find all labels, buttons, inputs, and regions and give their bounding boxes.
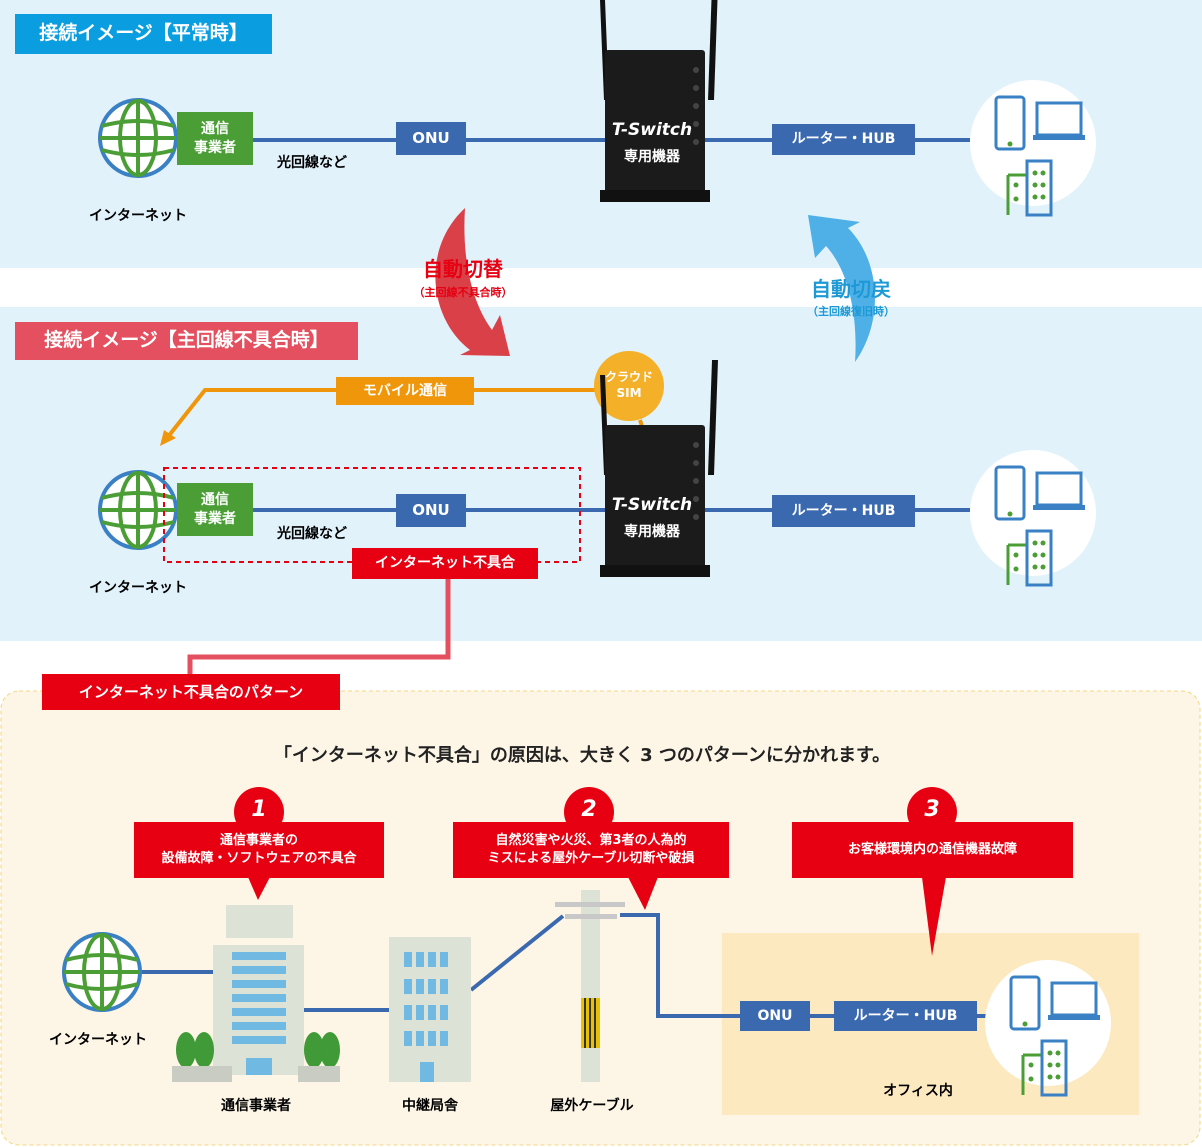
normal-title: 接続イメージ【平常時】	[15, 14, 272, 54]
callout-line: ミスによる屋外ケーブル切断や破損	[487, 851, 695, 866]
relay-station-label: 中継局舎	[402, 1098, 458, 1114]
router-box: ルーター・HUB	[834, 1001, 977, 1031]
office-label: オフィス内	[883, 1083, 953, 1099]
outdoor-cable-label: 屋外ケーブル	[550, 1098, 634, 1114]
pattern-callout-3: お客様環境内の通信機器故障	[792, 822, 1073, 878]
callout-line: 自然災害や火災、第3者の人為的	[495, 833, 687, 849]
pattern-number: 3	[924, 797, 940, 822]
device-brand: T-Switch	[611, 120, 693, 140]
internet-label: インターネット	[89, 580, 187, 596]
callout-line: お客様環境内の通信機器故障	[847, 842, 1017, 858]
auto-switch-label: 自動切替	[423, 257, 503, 281]
router-box: ルーター・HUB	[772, 495, 915, 527]
failure-title: 接続イメージ【主回線不具合時】	[15, 322, 358, 360]
carrier-line: 事業者	[194, 139, 236, 156]
pattern-number: 1	[251, 797, 267, 822]
pattern-callout-1: 通信事業者の設備故障・ソフトウェアの不具合	[134, 822, 384, 878]
carrier-box: 通信事業者	[177, 483, 253, 536]
fiber-label: 光回線など	[277, 526, 347, 542]
auto-switch-sub: （主回線不具合時）	[413, 286, 513, 299]
patterns-heading: 「インターネット不具合」の原因は、大きく 3 つのパターンに分かれます。	[273, 745, 891, 766]
mobile-box: モバイル通信	[336, 377, 474, 405]
onu-box: ONU	[396, 494, 466, 527]
carrier-line: 通信	[201, 491, 229, 508]
carrier-box: 通信事業者	[177, 112, 253, 165]
onu-box: ONU	[740, 1001, 810, 1031]
pattern-number: 2	[581, 797, 597, 822]
internet-fault-badge: インターネット不具合	[352, 548, 538, 579]
sim-line: SIM	[616, 386, 642, 400]
device-sub: 専用機器	[624, 524, 680, 540]
sim-line: クラウド	[604, 370, 653, 385]
onu-box: ONU	[396, 122, 466, 155]
internet-label: インターネット	[89, 208, 187, 224]
carrier-line: 通信	[201, 120, 229, 137]
callout-line: 通信事業者の	[219, 833, 298, 849]
router-box: ルーター・HUB	[772, 124, 915, 155]
internet-label: インターネット	[49, 1032, 147, 1048]
auto-switchback-sub: （主回線復旧時）	[807, 305, 895, 318]
carrier-label: 通信事業者	[221, 1098, 291, 1114]
pattern-callout-2: 自然災害や火災、第3者の人為的ミスによる屋外ケーブル切断や破損	[453, 822, 729, 878]
carrier-line: 事業者	[194, 510, 236, 527]
device-sub: 専用機器	[624, 149, 680, 165]
callout-line: 設備故障・ソフトウェアの不具合	[161, 851, 357, 866]
patterns-tab: インターネット不具合のパターン	[42, 674, 340, 710]
fiber-label: 光回線など	[277, 155, 347, 171]
device-brand: T-Switch	[611, 495, 693, 515]
auto-switchback-label: 自動切戻	[811, 277, 891, 301]
